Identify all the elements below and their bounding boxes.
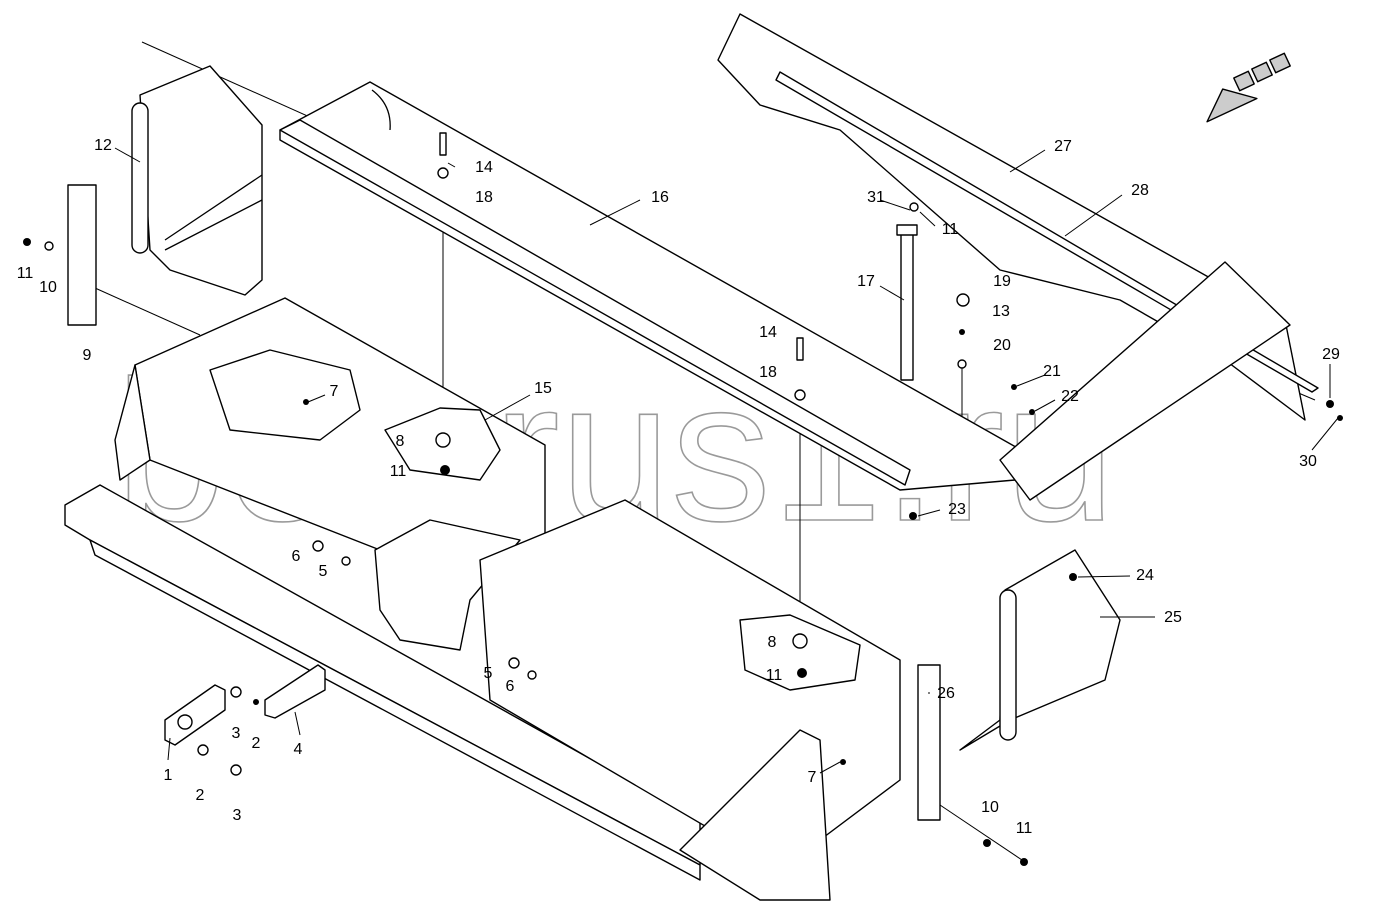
callout: 18 [759,364,777,381]
callout: 10 [39,279,57,296]
rod-bracket [896,224,918,236]
part-1-plate [164,684,226,746]
part-25-shield [959,549,1121,751]
callout: 14 [759,324,777,341]
callout: 21 [1043,363,1061,380]
callout: 29 [1322,346,1340,363]
callout: 7 [330,383,339,400]
part-26-strip [917,664,941,821]
callout: 2 [196,787,205,804]
callout: 10 [981,799,999,816]
center-bracket [374,519,521,651]
part-9-strip [67,184,97,326]
part-4-plate [264,664,326,719]
callout: 11 [942,221,959,238]
callout: 18 [475,189,493,206]
callout: 30 [1299,453,1317,470]
callout: 2 [252,735,261,752]
callout: 3 [232,725,241,742]
callout: 26 [937,685,955,702]
callout: 5 [484,665,493,682]
callout: 4 [294,741,303,758]
part-16-top-beam [279,81,1031,491]
callout: 17 [857,273,875,290]
direction-arrow-icon [1206,52,1291,123]
callout: 1 [164,767,173,784]
callout: 5 [319,563,328,580]
callout: 13 [992,303,1010,320]
callout: 20 [993,337,1011,354]
callout: 24 [1136,567,1154,584]
callout: 19 [993,273,1011,290]
callout-labels: 12 11 10 9 14 18 16 27 28 31 11 17 19 13… [17,137,1340,837]
callout: 8 [768,634,777,651]
callout: 9 [83,347,92,364]
part-frame-right-box [479,499,901,901]
fasteners [23,132,1343,866]
callout: 11 [390,463,407,480]
callout: 25 [1164,609,1182,626]
callout: 14 [475,159,493,176]
callout: 11 [766,667,783,684]
callout: 7 [808,769,817,786]
callout: 16 [651,189,669,206]
callout: 6 [292,548,301,565]
callout: 11 [1016,820,1033,837]
callout: 23 [948,501,966,518]
callout: 31 [867,189,885,206]
callout: 15 [534,380,552,397]
callout: 11 [17,265,34,282]
part-22-wedge [999,261,1291,501]
callout: 12 [94,137,112,154]
callout: 8 [396,433,405,450]
plate-hole [177,714,193,730]
part-17-rod [900,229,914,381]
callout: 22 [1061,388,1079,405]
leader-lines [114,147,1339,774]
callout: 28 [1131,182,1149,199]
part-12-shield [131,65,263,296]
callout: 6 [506,678,515,695]
callout: 3 [233,807,242,824]
part-frame-lower-beam [64,484,701,881]
callout: 27 [1054,138,1072,155]
